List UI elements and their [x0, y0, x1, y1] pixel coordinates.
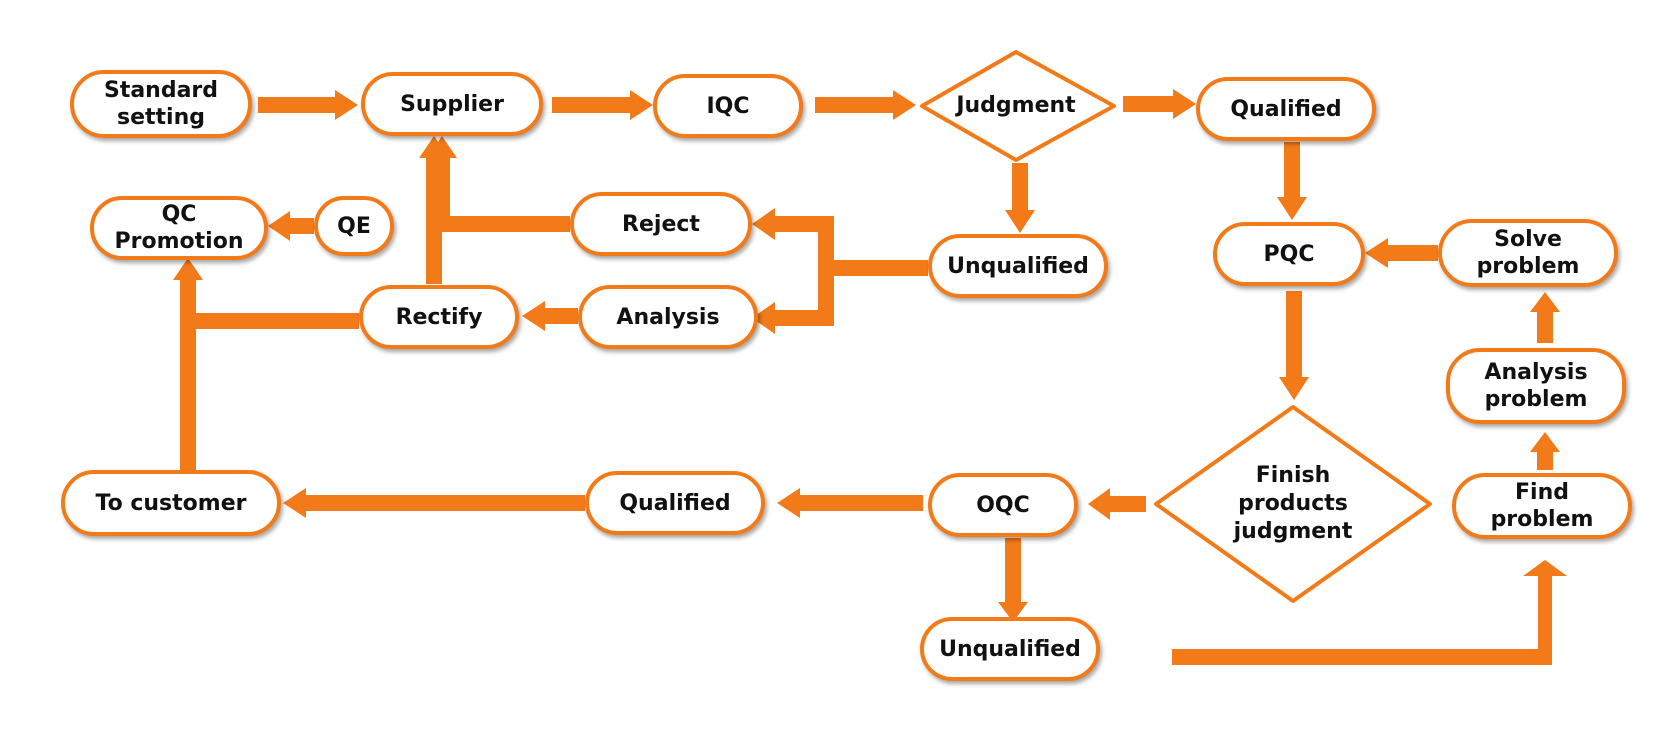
arrow-bracket-to-reject [752, 208, 834, 240]
arrow-finish-to-oqc [1088, 488, 1146, 520]
node-find-problem: Find problem [1452, 473, 1632, 539]
node-qe: QE [314, 196, 394, 256]
node-analysis-problem: Analysis problem [1446, 348, 1626, 424]
node-iqc: IQC [653, 74, 803, 138]
arrow-bracket-to-analysis [752, 302, 834, 334]
arrow-qe-to-qc-promotion [268, 211, 314, 241]
node-unqualified-top: Unqualified [928, 234, 1108, 298]
arrow-qualified-to-pqc [1277, 142, 1307, 220]
arrow-oqc-to-qualified [777, 488, 923, 518]
node-standard-setting: Standard setting [70, 70, 252, 138]
line-bracket-vertical [818, 216, 834, 326]
arrow-judgment-to-unqualified [1005, 163, 1035, 233]
line-unqualified-to-bracket [818, 260, 928, 276]
node-supplier: Supplier [361, 72, 543, 136]
node-qc-promotion: QC Promotion [90, 196, 268, 260]
arrow-solve-to-pqc [1365, 238, 1438, 268]
connectors [173, 89, 1567, 665]
arrow-supplier-to-iqc [552, 90, 653, 120]
judgment-decision-shape [920, 50, 1116, 162]
node-judgment: Judgment [956, 93, 1076, 118]
node-pqc: PQC [1213, 222, 1365, 286]
arrow-bottom-to-find-problem [1172, 560, 1567, 665]
arrow-qualified-to-customer [283, 488, 585, 518]
node-unqualified-bottom: Unqualified [920, 617, 1100, 681]
arrow-oqc-to-unqualified [998, 538, 1028, 622]
node-rectify: Rectify [359, 285, 519, 349]
arrow-judgment-to-qualified [1123, 89, 1196, 119]
node-qualified-top: Qualified [1196, 77, 1376, 141]
arrow-customer-to-qc-promotion [173, 258, 203, 470]
arrow-find-to-analysis-problem [1530, 432, 1560, 470]
arrow-analysis-problem-to-solve [1530, 292, 1560, 343]
line-rectify-to-trunk [196, 313, 359, 329]
arrow-pqc-to-finish [1279, 291, 1309, 400]
arrow-analysis-to-rectify [522, 301, 578, 331]
node-finish-products-judgment: Finish products judgment [1233, 463, 1353, 544]
node-to-customer: To customer [61, 470, 281, 536]
arrow-standard-to-supplier [258, 90, 358, 120]
arrow-iqc-to-judgment [815, 90, 916, 120]
node-qualified-bottom: Qualified [585, 471, 765, 535]
decision-shapes [920, 50, 1432, 603]
node-analysis: Analysis [578, 285, 758, 349]
arrow-reject-to-supplier [427, 136, 570, 232]
node-solve-problem: Solve problem [1438, 219, 1618, 287]
finish-products-decision-shape [1154, 405, 1432, 603]
node-reject: Reject [570, 192, 752, 256]
node-oqc: OQC [928, 473, 1078, 537]
